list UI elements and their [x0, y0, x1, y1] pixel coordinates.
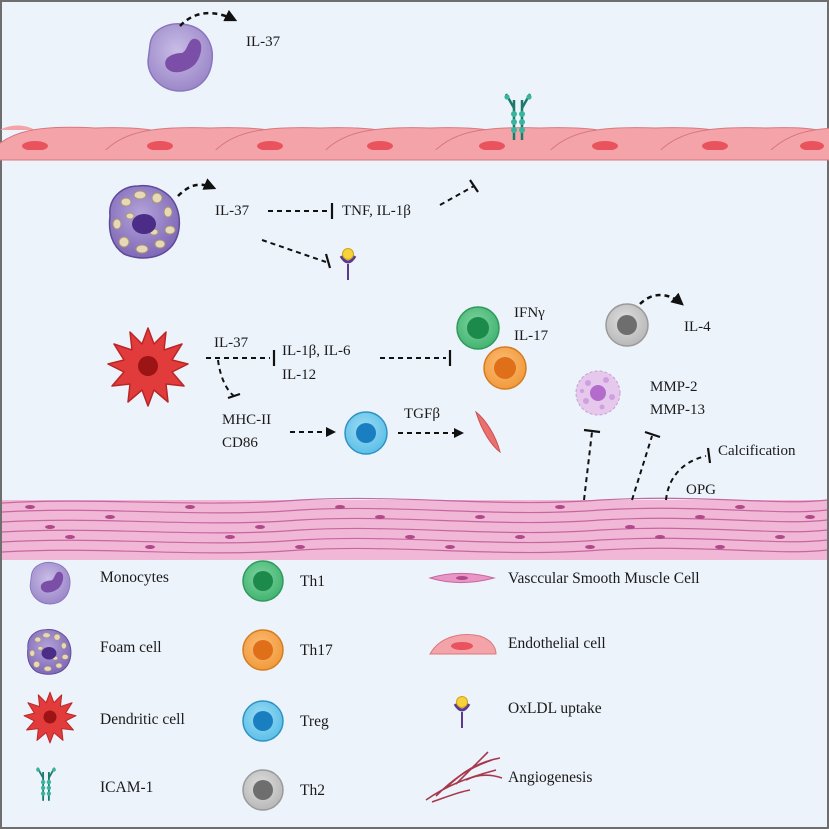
legend-foam-cell-icon — [27, 629, 72, 675]
legend-endothelial-icon — [429, 634, 497, 655]
label-il4: IL-4 — [684, 319, 711, 335]
label-tgfb: TGFβ — [404, 406, 440, 422]
legend-vsmc: Vasccular Smooth Muscle Cell — [508, 570, 700, 587]
treg-cell-icon — [344, 411, 388, 455]
legend-th1: Th1 — [300, 573, 325, 590]
legend-treg-icon — [242, 700, 284, 742]
label-il37-foam: IL-37 — [215, 203, 250, 219]
legend-icam1: ICAM-1 — [100, 779, 153, 796]
legend-th1-icon — [242, 560, 284, 602]
legend: Monocytes Foam cell Dendritic cell ICAM-… — [23, 560, 700, 811]
legend-monocyte-icon — [29, 561, 71, 605]
legend-dendritic-cell: Dendritic cell — [100, 711, 185, 728]
label-il1b-il6: IL-1β, IL-6 — [282, 343, 351, 359]
label-il12: IL-12 — [282, 367, 316, 383]
label-cd86: CD86 — [222, 435, 258, 451]
label-mmp13: MMP-13 — [650, 402, 705, 418]
legend-oxldl: OxLDL uptake — [508, 700, 602, 717]
monocyte-icon — [147, 23, 214, 92]
th1-cell-icon — [456, 306, 500, 350]
legend-angiogenesis: Angiogenesis — [508, 769, 592, 786]
legend-angiogenesis-icon — [425, 751, 503, 803]
label-il37-dendritic: IL-37 — [214, 335, 249, 351]
th2-cell-icon — [605, 303, 649, 347]
legend-th2-icon — [242, 769, 284, 811]
legend-endothelial: Endothelial cell — [508, 635, 606, 652]
legend-monocytes: Monocytes — [100, 569, 169, 586]
legend-foam-cell: Foam cell — [100, 639, 162, 656]
legend-th2: Th2 — [300, 782, 325, 799]
legend-th17-icon — [242, 629, 284, 671]
foam-cell-icon — [108, 184, 181, 259]
legend-vsmc-icon — [428, 573, 496, 583]
label-calcification: Calcification — [718, 443, 796, 459]
th17-cell-icon — [483, 346, 527, 390]
endothelial-layer — [0, 125, 829, 161]
mmp-cell-icon — [575, 370, 621, 416]
smooth-muscle-layer — [1, 497, 828, 560]
smooth-muscle-cell-icon — [475, 410, 501, 454]
legend-th17: Th17 — [300, 642, 333, 659]
legend-treg: Treg — [300, 713, 329, 730]
label-opg: OPG — [686, 482, 716, 498]
label-mmp2: MMP-2 — [650, 379, 698, 395]
label-mhc2: MHC-II — [222, 412, 271, 428]
label-il37-monocyte: IL-37 — [246, 34, 281, 50]
label-tnf-il1b: TNF, IL-1β — [342, 203, 411, 219]
label-ifng: IFNγ — [514, 305, 545, 321]
label-il17: IL-17 — [514, 328, 549, 344]
